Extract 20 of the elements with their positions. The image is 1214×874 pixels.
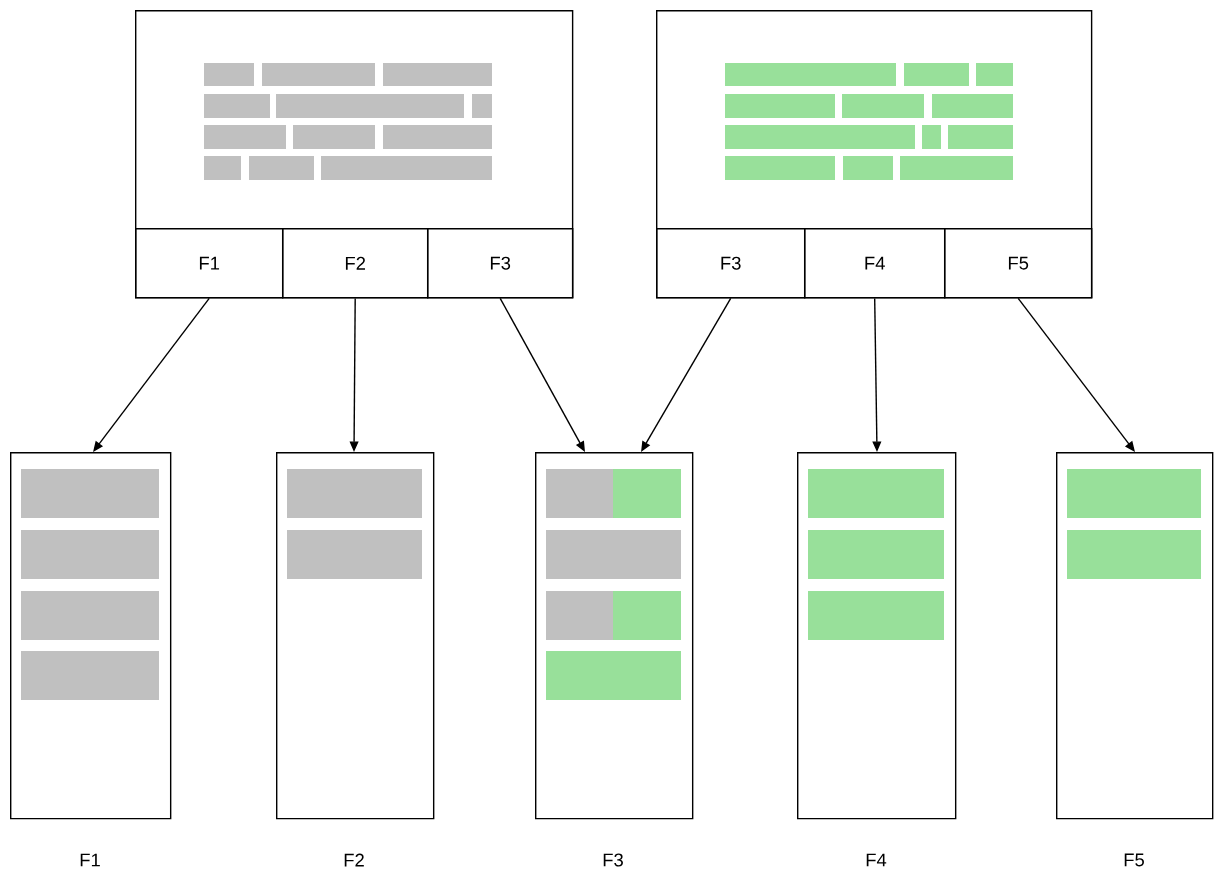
column-box [797,452,957,820]
column-box [535,452,694,820]
field-cell: F3 [427,228,574,299]
column-box [1056,452,1214,820]
arrow [1017,297,1135,452]
caption-label: F1 [80,853,100,867]
field-cell: F5 [944,228,1093,299]
field-cell: F1 [135,228,284,299]
field-cell: F2 [282,228,429,299]
caption-label: F2 [344,853,364,867]
arrow [93,297,210,452]
field-cell: F4 [804,228,946,299]
arrow [499,297,585,452]
caption-label: F3 [603,853,623,867]
arrow [641,297,732,452]
caption-label: F4 [866,853,887,867]
field-cell: F3 [656,228,806,299]
caption-label: F5 [1124,853,1144,867]
column-box [276,452,435,820]
column-box [10,452,172,820]
